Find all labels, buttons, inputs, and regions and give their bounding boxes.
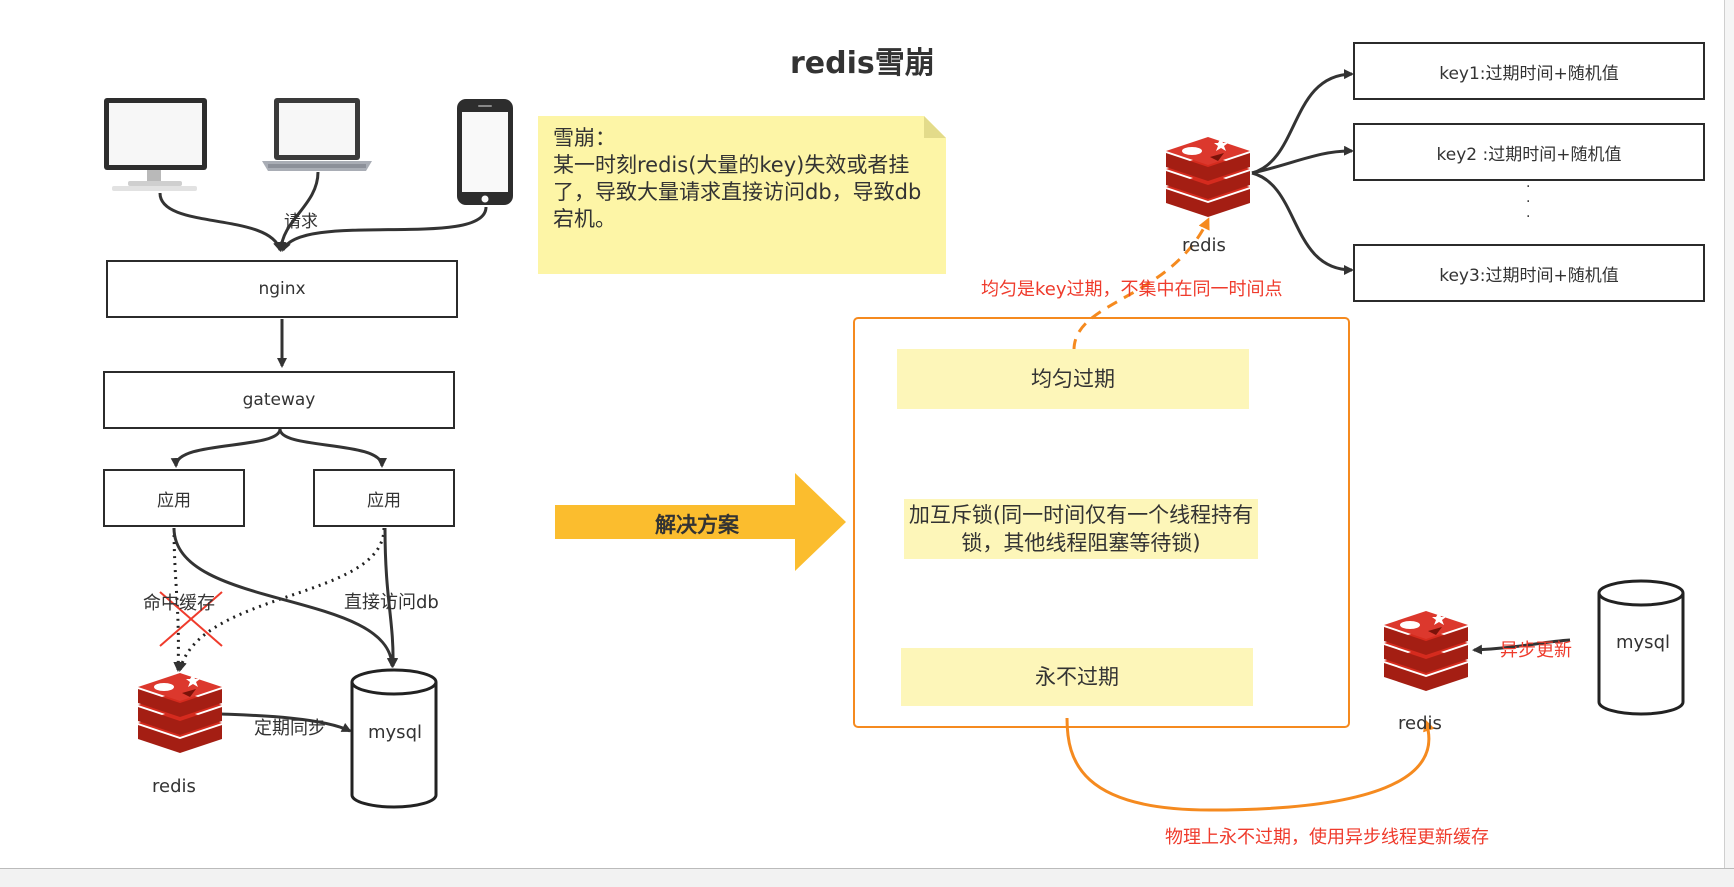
- laptop-icon: [262, 98, 372, 171]
- redis-logo-icon: [1166, 137, 1250, 217]
- app-box-left: 应用: [103, 469, 245, 527]
- note-title: 雪崩：: [553, 126, 616, 150]
- sync-label: 定期同步: [254, 718, 326, 739]
- key1-box: key1:过期时间+随机值: [1353, 42, 1705, 100]
- mysql-label: mysql: [368, 722, 422, 743]
- mutex-box: 加互斥锁(同一时间仅有一个线程持有锁，其他线程阻塞等待锁): [904, 499, 1258, 559]
- never-expire-arrow: [1065, 717, 1435, 812]
- solution-arrow-icon: [555, 473, 846, 571]
- gateway-split-arrows: [170, 428, 387, 468]
- key2-label: key2 :过期时间+随机值: [1436, 144, 1622, 165]
- cross-icon: [159, 591, 223, 647]
- gateway-label: gateway: [242, 390, 316, 410]
- note-body: 某一时刻redis(大量的key)失效或者挂了，导致大量请求直接访问db，导致d…: [553, 153, 922, 231]
- redis-logo-icon: [138, 673, 222, 753]
- canvas-bottom-bar: [0, 868, 1734, 887]
- solution-arrow-label: 解决方案: [655, 513, 739, 537]
- key-arrows: [1251, 69, 1354, 275]
- request-label: 请求: [284, 212, 318, 232]
- canvas-scroll-edge[interactable]: [1724, 0, 1734, 868]
- key1-label: key1:过期时间+随机值: [1439, 63, 1619, 84]
- nginx-box: nginx: [106, 260, 458, 318]
- desktop-icon: [104, 98, 207, 191]
- key3-box: key3:过期时间+随机值: [1353, 244, 1705, 302]
- ellipsis-dots: · · ·: [1526, 179, 1531, 225]
- redis-label: redis: [1398, 713, 1442, 734]
- mysql-label: mysql: [1616, 632, 1670, 653]
- app-label: 应用: [367, 490, 401, 511]
- gateway-box: gateway: [103, 371, 455, 429]
- diagram-title: redis雪崩: [790, 46, 935, 81]
- direct-db-arrows: [172, 527, 399, 668]
- even-expire-box: 均匀过期: [897, 349, 1249, 409]
- nginx-label: nginx: [258, 279, 306, 299]
- request-arrows: [158, 171, 488, 252]
- note-text: 雪崩： 某一时刻redis(大量的key)失效或者挂了，导致大量请求直接访问db…: [553, 125, 933, 233]
- async-update-label: 异步更新: [1500, 640, 1572, 661]
- never-expire-label: 永不过期: [1035, 665, 1119, 689]
- physical-never-expire-note: 物理上永不过期，使用异步线程更新缓存: [1165, 827, 1489, 848]
- mutex-label: 加互斥锁(同一时间仅有一个线程持有锁，其他线程阻塞等待锁): [908, 503, 1254, 555]
- key2-box: key2 :过期时间+随机值: [1353, 123, 1705, 181]
- mysql-cylinder-icon: [1597, 579, 1685, 716]
- async-update-arrow: [1472, 638, 1571, 655]
- redis-logo-icon: [1384, 611, 1468, 691]
- phone-icon: [457, 99, 513, 205]
- sync-arrow: [221, 712, 352, 733]
- redis-label: redis: [1182, 235, 1226, 256]
- even-expire-arrow: [1072, 217, 1210, 351]
- even-expire-label: 均匀过期: [1031, 367, 1115, 391]
- key3-label: key3:过期时间+随机值: [1439, 265, 1619, 286]
- redis-label: redis: [152, 776, 196, 797]
- mysql-cylinder-icon: [350, 668, 438, 809]
- even-expire-note: 均匀是key过期，不集中在同一时间点: [981, 279, 1283, 300]
- solutions-frame: [853, 317, 1350, 728]
- hit-cache-label: 命中缓存: [143, 593, 215, 614]
- sticky-note: [538, 116, 946, 274]
- app-box-right: 应用: [313, 469, 455, 527]
- never-expire-box: 永不过期: [901, 648, 1253, 706]
- direct-db-label: 直接访问db: [344, 592, 439, 613]
- app-label: 应用: [157, 490, 191, 511]
